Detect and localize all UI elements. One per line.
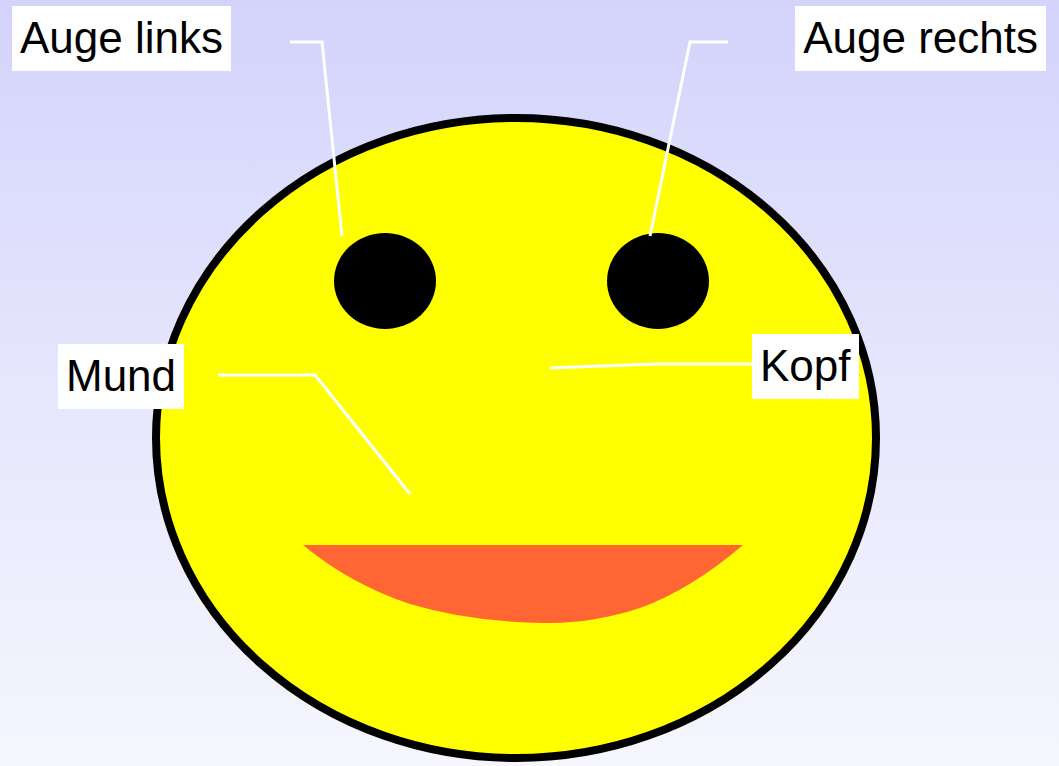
leader-line (650, 42, 728, 236)
mouth-shape (303, 545, 743, 623)
part-label: Auge rechts (795, 6, 1046, 71)
part-label: Mund (58, 344, 184, 409)
left-eye (334, 233, 436, 329)
leader-line (218, 375, 410, 494)
right-eye (607, 233, 709, 329)
part-label: Kopf (752, 334, 859, 399)
leader-line (550, 364, 752, 368)
part-label: Auge links (12, 6, 231, 71)
leader-line (290, 42, 342, 236)
head-shape (156, 118, 876, 758)
